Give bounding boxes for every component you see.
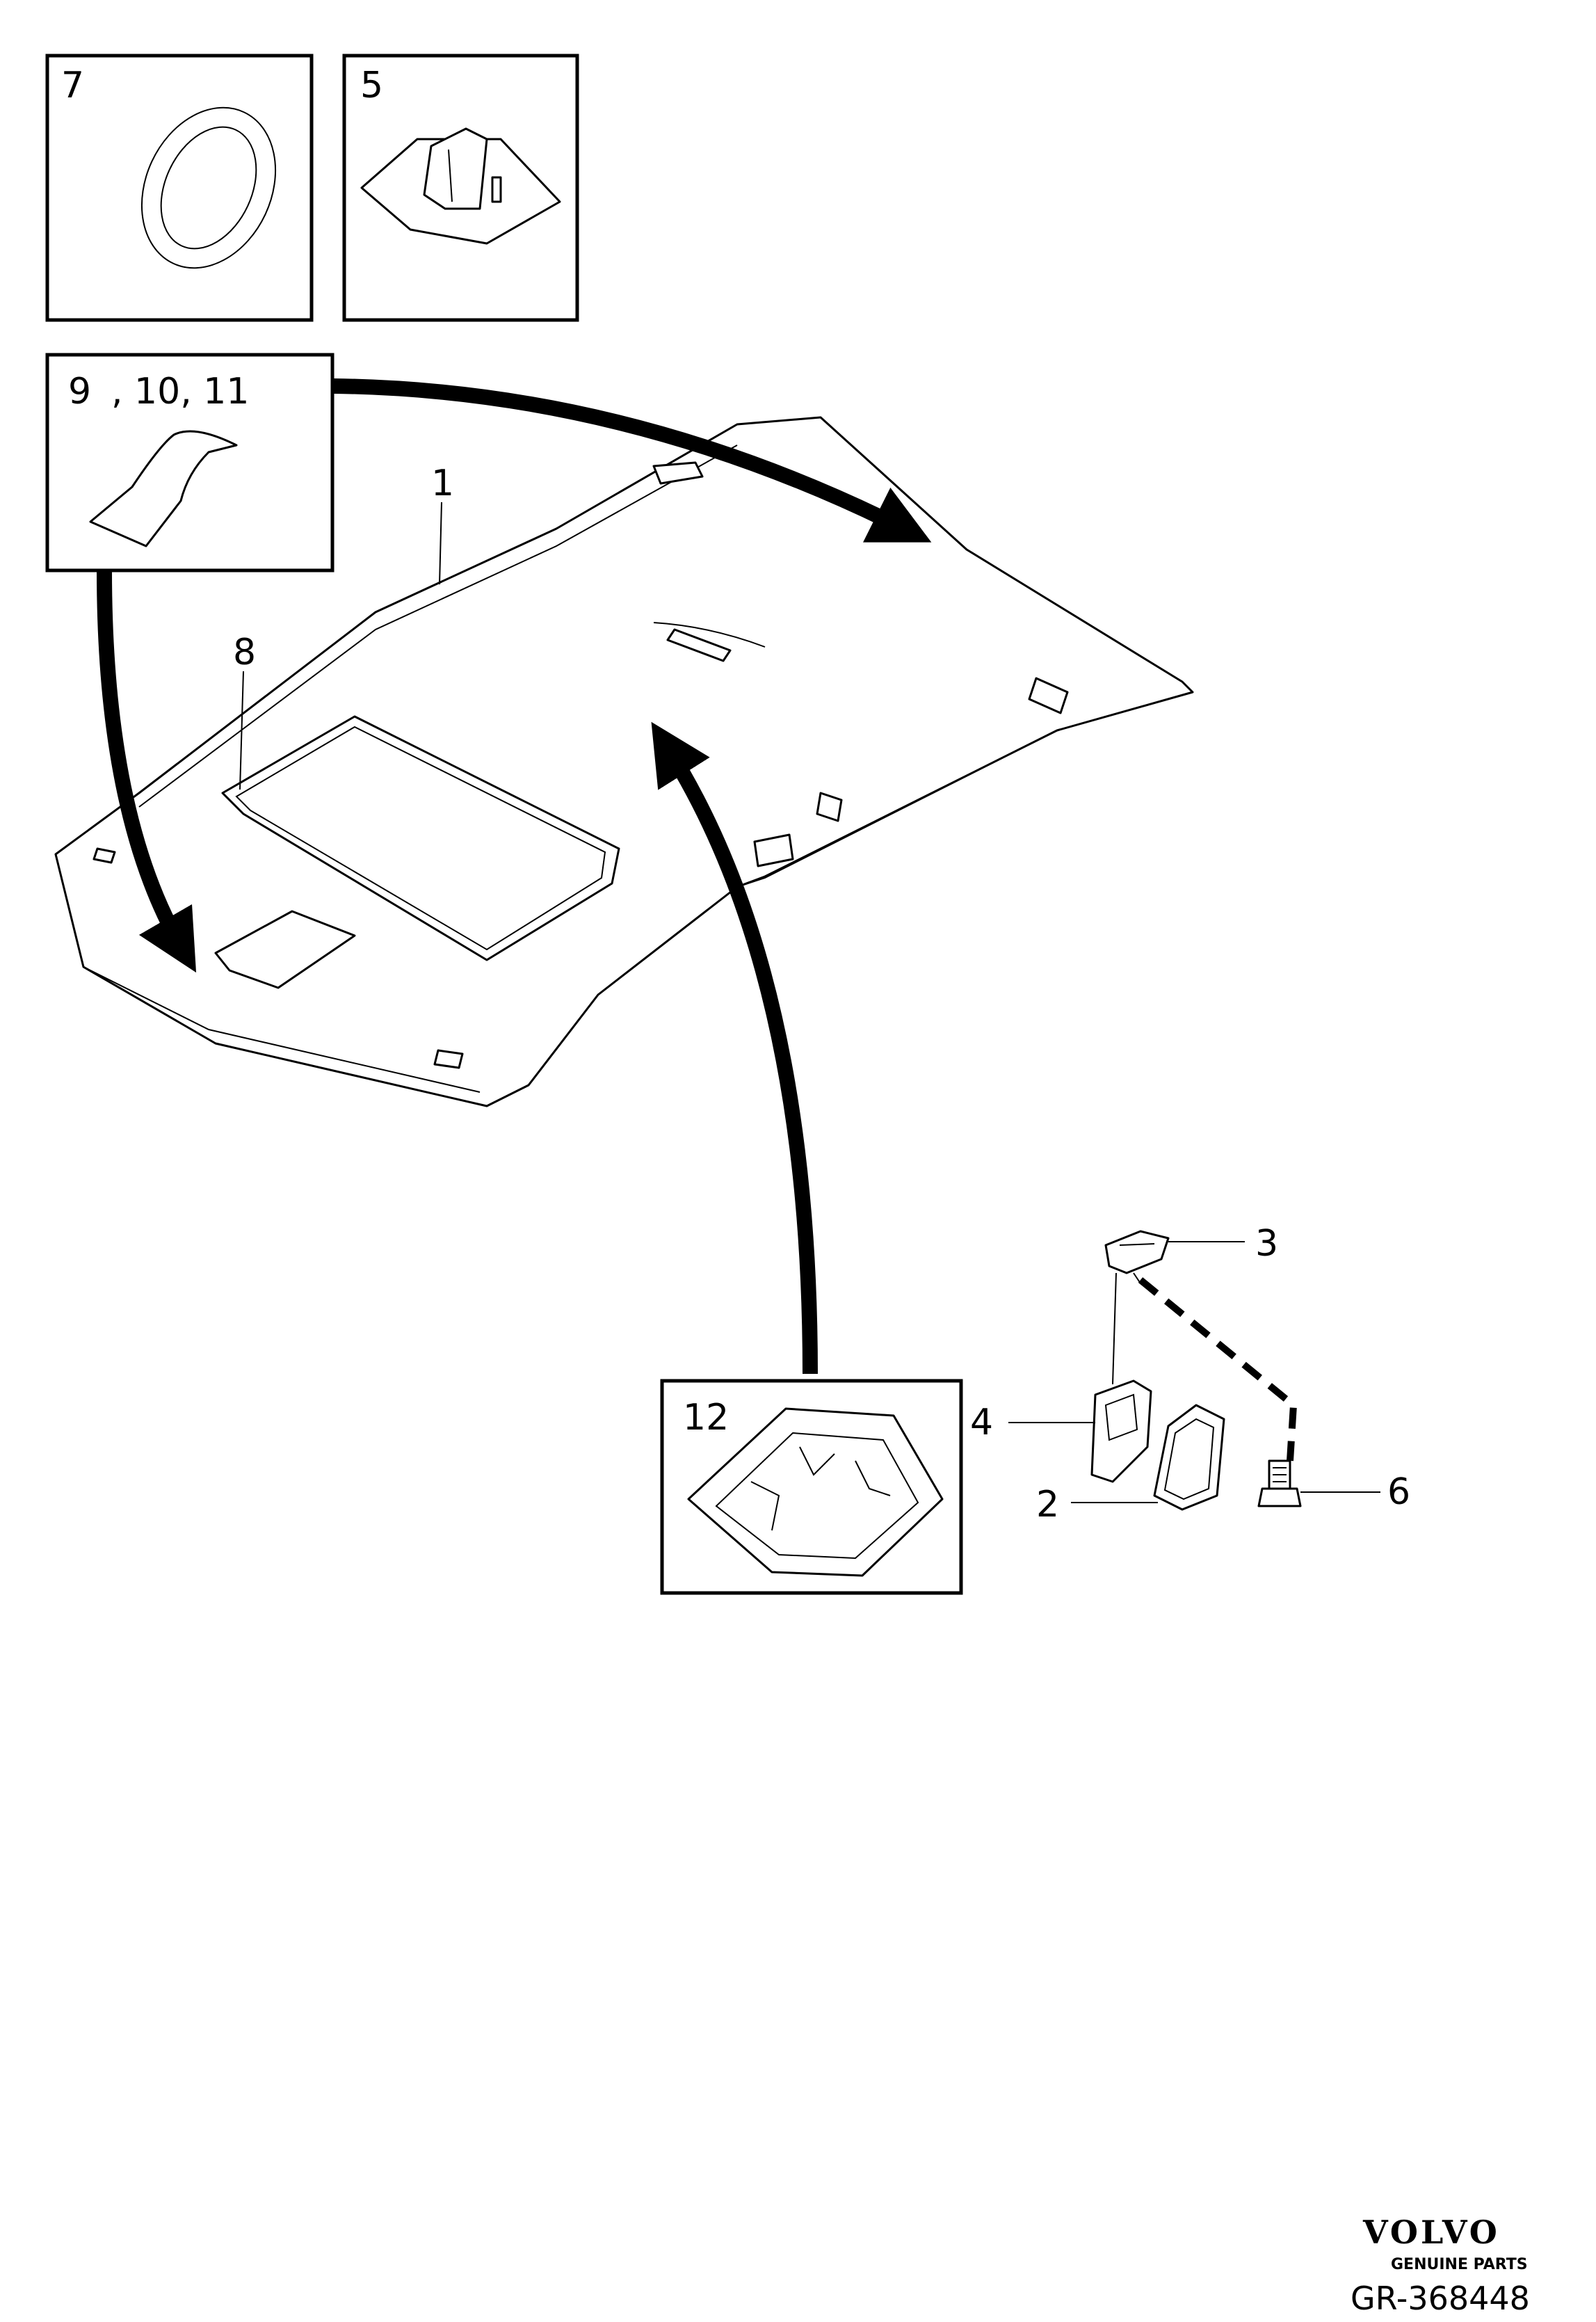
headliner-cutout — [92, 847, 116, 864]
bolt-part-6[interactable] — [1257, 1459, 1302, 1507]
leader-1 — [439, 502, 442, 585]
headliner-cutout — [433, 1049, 464, 1069]
leader-4-vertical — [1112, 1272, 1117, 1385]
reference-number: GR-368448 — [1351, 2280, 1530, 2317]
gasket-part-2[interactable] — [1153, 1404, 1225, 1511]
headliner-cutout — [1028, 677, 1069, 714]
callout-3: 3 — [1255, 1223, 1278, 1265]
headliner-part[interactable] — [54, 416, 1194, 1107]
dashed-line — [1138, 1277, 1298, 1462]
box-number-9: 9 — [68, 371, 91, 413]
genuine-parts-text: GENUINE PARTS — [1391, 2256, 1528, 2273]
callout-8: 8 — [233, 632, 256, 673]
callout-4: 4 — [970, 1402, 993, 1443]
headliner-cutout — [666, 628, 732, 662]
part-box-12[interactable]: 12 — [660, 1379, 963, 1595]
callout-2: 2 — [1036, 1484, 1059, 1526]
hose-icon — [95, 74, 277, 269]
headliner-patch — [214, 910, 356, 989]
headliner-cutout — [652, 461, 704, 485]
leader-8 — [239, 671, 244, 790]
part-box-9-10-11[interactable]: 9 , 10, 11 — [45, 353, 334, 573]
tape-icon — [89, 430, 238, 547]
bracket-part-3[interactable] — [1104, 1230, 1170, 1284]
volvo-logo-text: VOLVO — [1362, 2213, 1500, 2251]
sunroof-seal-part[interactable] — [221, 715, 620, 961]
box-number-7: 7 — [61, 65, 84, 106]
part-box-5[interactable]: 5 — [342, 54, 579, 322]
arrows — [97, 378, 932, 1375]
headliner-cutout — [753, 833, 794, 867]
console-bezel-icon — [687, 1407, 944, 1577]
callout-1: 1 — [431, 463, 454, 504]
box-number-12: 12 — [683, 1397, 729, 1439]
callout-6: 6 — [1387, 1471, 1410, 1513]
part-box-7[interactable]: 7 — [45, 54, 314, 322]
retainer-part-4[interactable] — [1090, 1379, 1152, 1483]
headliner-cutout — [816, 792, 843, 822]
box-number-10-11: , 10, 11 — [111, 371, 249, 413]
box-number-5: 5 — [360, 65, 383, 106]
clip-icon — [360, 127, 561, 245]
